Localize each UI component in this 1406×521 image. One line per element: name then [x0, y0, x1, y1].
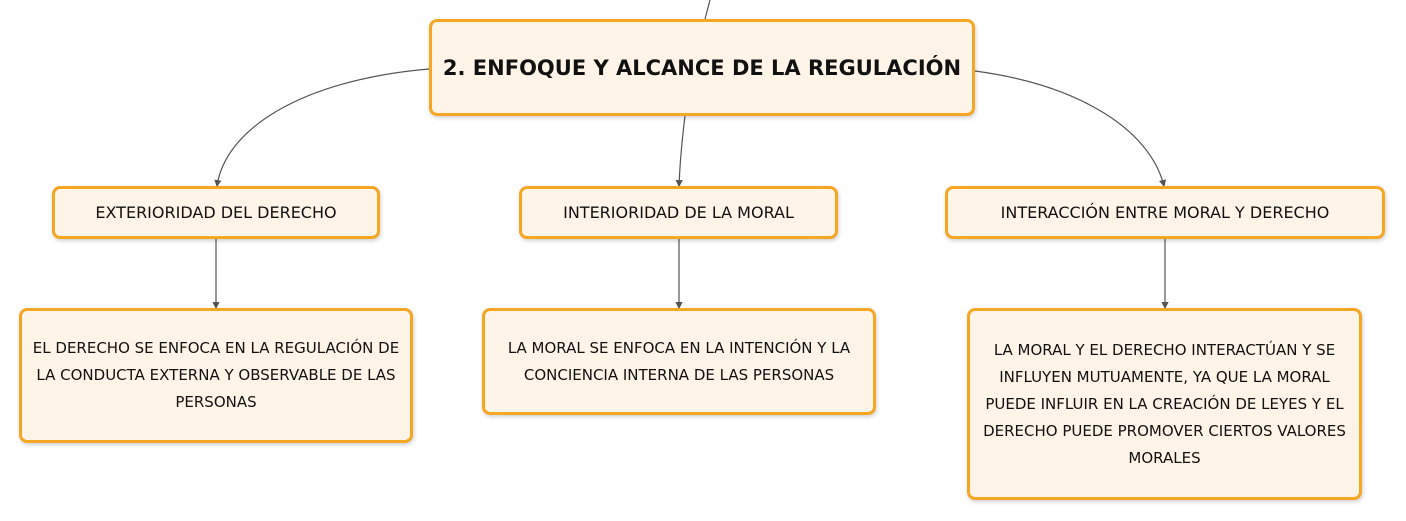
node-exterioridad-del-derecho[interactable]: EXTERIORIDAD DEL DERECHO [52, 186, 380, 239]
node-interioridad-de-la-moral[interactable]: INTERIORIDAD DE LA MORAL [519, 186, 838, 239]
node-interaccion-entre-moral-y-derecho[interactable]: INTERACCIÓN ENTRE MORAL Y DERECHO [945, 186, 1385, 239]
detail-node-exterioridad[interactable]: EL DERECHO SE ENFOCA EN LA REGULACIÓN DE… [19, 308, 413, 443]
connector-parent-to-root [704, 0, 711, 20]
node-label: INTERIORIDAD DE LA MORAL [563, 203, 794, 222]
node-label: EXTERIORIDAD DEL DERECHO [95, 203, 337, 222]
detail-text: LA MORAL Y EL DERECHO INTERACTÚAN Y SE I… [983, 340, 1346, 467]
root-title: 2. ENFOQUE Y ALCANCE DE LA REGULACIÓN [442, 55, 962, 80]
detail-text: LA MORAL SE ENFOCA EN LA INTENCIÓN Y LA … [507, 338, 851, 384]
node-label: INTERACCIÓN ENTRE MORAL Y DERECHO [1000, 203, 1330, 222]
detail-node-interaccion[interactable]: LA MORAL Y EL DERECHO INTERACTÚAN Y SE I… [967, 308, 1362, 500]
root-node[interactable]: 2. ENFOQUE Y ALCANCE DE LA REGULACIÓN [429, 19, 975, 116]
connector-root-to-interioridad [675, 115, 686, 188]
connector-root-to-interaccion [974, 70, 1167, 188]
detail-text: EL DERECHO SE ENFOCA EN LA REGULACIÓN DE… [32, 339, 400, 411]
detail-node-interioridad[interactable]: LA MORAL SE ENFOCA EN LA INTENCIÓN Y LA … [482, 308, 876, 415]
connector-root-to-exterioridad [214, 68, 430, 188]
